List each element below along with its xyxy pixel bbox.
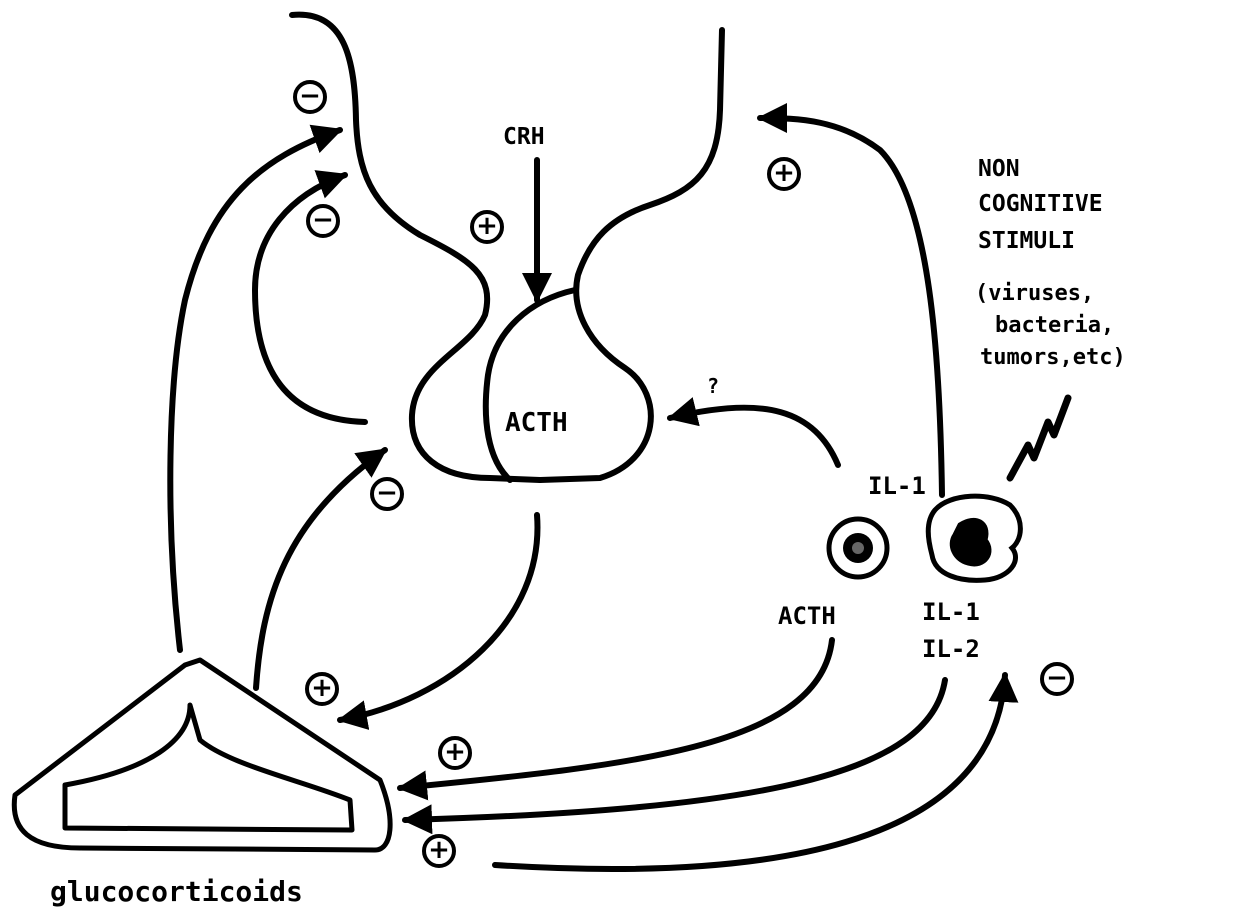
stimuli-examples-line-1: (viruses, (975, 283, 1094, 305)
minus-sign-pituitary: − (370, 477, 404, 511)
acth-to-adrenal-arrow (340, 515, 537, 720)
glucocorticoids-label: glucocorticoids (50, 878, 303, 906)
stimuli-examples-line-3: tumors,etc) (980, 347, 1126, 369)
plus-sign-bottom: + (422, 834, 456, 868)
il1-cell-label: IL-1 (922, 600, 980, 624)
il1-to-pituitary-arrow (670, 408, 838, 465)
non-cognitive-line-2: COGNITIVE (978, 193, 1103, 216)
lightning-bolt-icon (1010, 398, 1068, 478)
non-cognitive-line-3: STIMULI (978, 230, 1075, 253)
hypothalamus-left-outline (292, 15, 540, 480)
inner-feedback-arrow (256, 450, 385, 688)
acth-pituitary-label: ACTH (505, 410, 568, 436)
macrophage-cell (928, 496, 1020, 580)
posterior-pituitary-lobe (486, 290, 575, 480)
il1-top-label: IL-1 (868, 474, 926, 498)
crh-label: CRH (503, 126, 545, 149)
non-cognitive-line-1: NON (978, 158, 1020, 181)
minus-sign-immune: − (1040, 662, 1074, 696)
minus-sign-middle-left: − (306, 204, 340, 238)
lymphocyte-cell (829, 519, 887, 577)
plus-sign-acth-adrenal: + (305, 672, 339, 706)
il2-cell-label: IL-2 (922, 637, 980, 661)
acth-lymphocyte-label: ACTH (778, 604, 836, 628)
question-mark-label: ? (707, 376, 719, 396)
plus-sign-crh: + (470, 210, 504, 244)
plus-sign-hypothalamus-right: + (767, 157, 801, 191)
minus-sign-top-left: − (293, 80, 327, 114)
stimuli-examples-line-2: bacteria, (995, 315, 1114, 337)
plus-sign-lymphocyte-adrenal: + (438, 736, 472, 770)
